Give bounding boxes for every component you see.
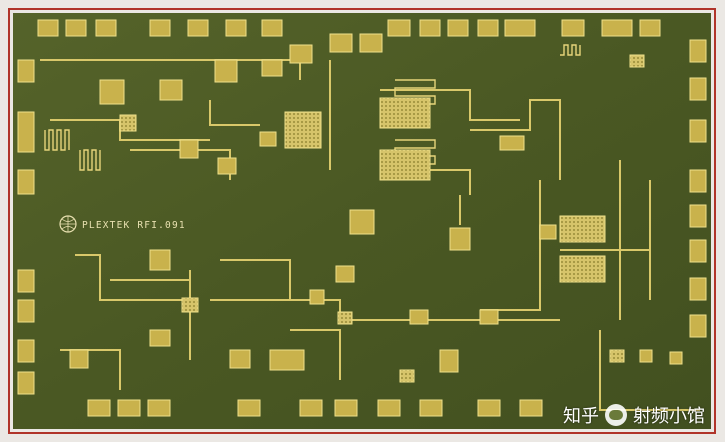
wechat-icon — [605, 404, 627, 426]
bottom-pad-row — [87, 399, 543, 417]
top-pad-row — [37, 19, 661, 53]
die-label: PLEXTEK RFI.091 — [82, 220, 186, 231]
component-blocks — [69, 44, 683, 383]
die-frame — [8, 8, 716, 434]
right-pad-column — [689, 39, 707, 338]
watermark-author: 射频小馆 — [633, 406, 705, 427]
watermark: 知乎 射频小馆 — [563, 402, 705, 428]
plextek-globe-icon — [59, 215, 77, 233]
watermark-site: 知乎 — [563, 406, 599, 427]
left-pad-column — [17, 59, 35, 395]
